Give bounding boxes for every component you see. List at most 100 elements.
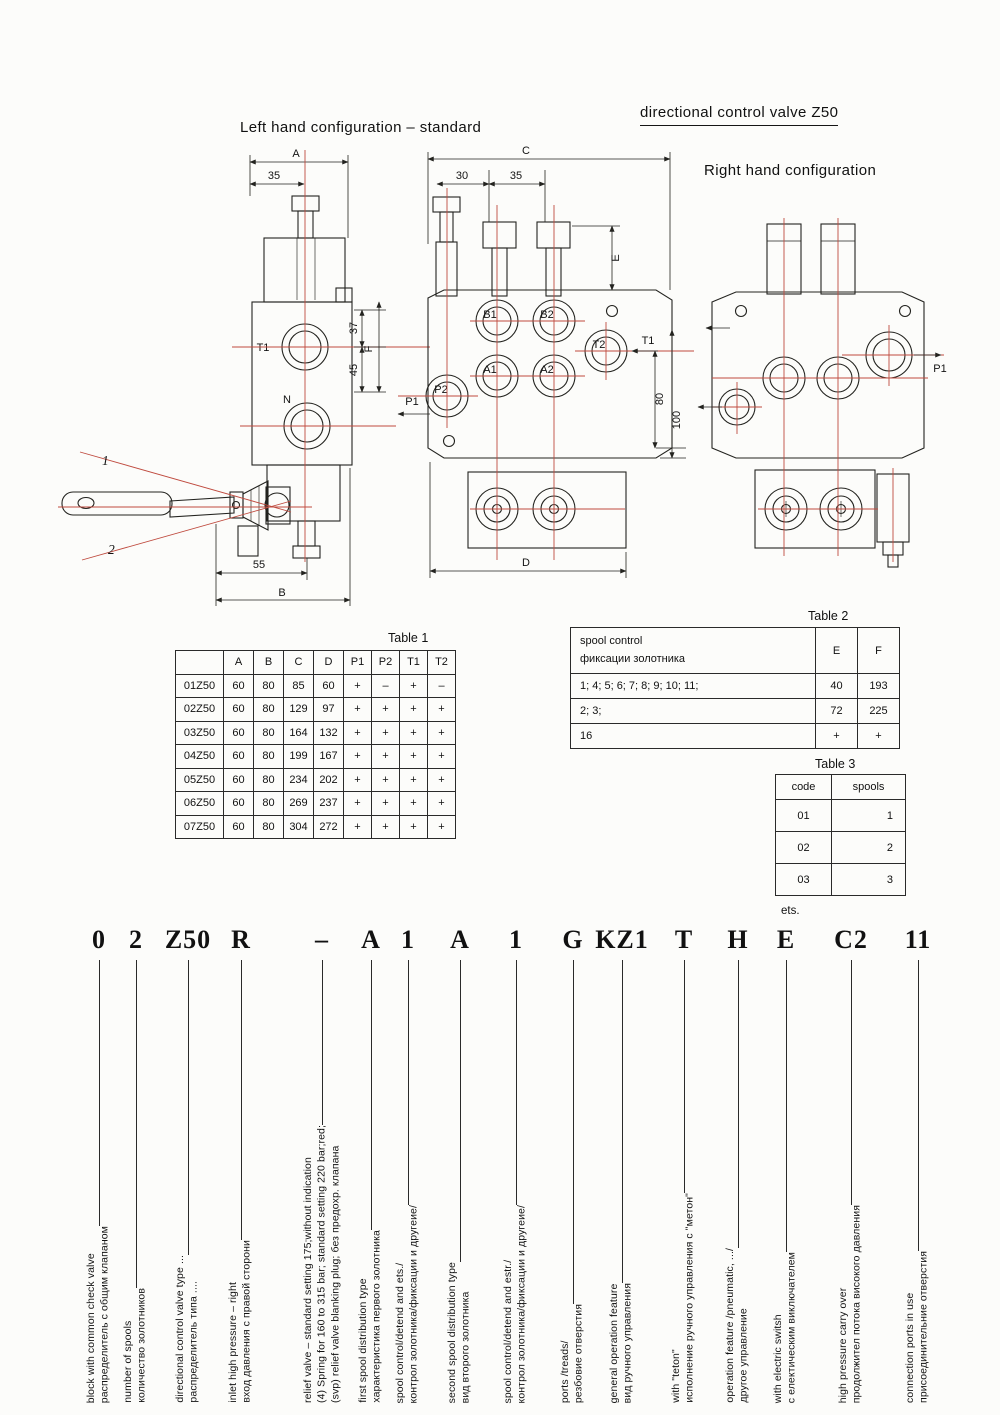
cell: + [371, 791, 400, 816]
cell: + [427, 767, 456, 792]
table-row: 04Z50 60 80 199 167 + + + + [175, 744, 456, 769]
cell: + [371, 814, 400, 839]
leader-line [917, 959, 919, 1252]
leader-line [737, 959, 739, 1249]
dim-30-label: 30 [456, 170, 468, 182]
table1-title: Table 1 [388, 631, 429, 645]
dim-c-label: C [522, 145, 530, 157]
table1: A B C D P1 P2 T1 T2 01Z50 60 80 85 60 + … [175, 650, 456, 839]
table-row: 1; 4; 5; 6; 7; 8; 9; 10; 11; 40 193 [570, 673, 900, 699]
leader-line [135, 959, 137, 1289]
table-row: 07Z50 60 80 304 272 + + + + [175, 814, 456, 839]
cell: 85 [283, 673, 314, 698]
order-code-value: T [674, 925, 694, 954]
cell: 97 [313, 697, 344, 722]
cell: 60 [223, 720, 254, 745]
cell: 237 [313, 791, 344, 816]
cell: + [343, 791, 372, 816]
table-row: A B C D P1 P2 T1 T2 [175, 650, 456, 675]
table-row: 03Z50 60 80 164 132 + + + + [175, 720, 456, 745]
cell: 80 [253, 791, 284, 816]
dim-55-label: 55 [253, 559, 265, 571]
cell: + [399, 744, 428, 769]
cell: code [775, 774, 832, 800]
table-row: 02 2 [775, 831, 906, 864]
table-row: 02Z50 60 80 129 97 + + + + [175, 697, 456, 722]
leader-line [407, 959, 409, 1205]
cell: 272 [313, 814, 344, 839]
cell: 80 [253, 744, 284, 769]
table2-grid: spool control фиксации золотника E F 1; … [570, 627, 900, 749]
cell: + [343, 814, 372, 839]
cell: 60 [223, 673, 254, 698]
cell: 80 [253, 814, 284, 839]
cell: – [427, 673, 456, 698]
table3: code spools 01 1 02 2 03 3 [775, 774, 906, 896]
cell: 02 [775, 831, 832, 864]
lever-position-2-label: 2 [108, 542, 115, 557]
cell: + [371, 697, 400, 722]
dim-45-label: 45 [348, 364, 360, 376]
port-a2-label: A2 [540, 364, 553, 376]
leader-line [683, 959, 685, 1194]
cell: A [223, 650, 254, 675]
right-view: P1 [697, 218, 947, 568]
table1-grid: A B C D P1 P2 T1 T2 01Z50 60 80 85 60 + … [175, 650, 456, 839]
cell: + [343, 744, 372, 769]
cell: + [427, 791, 456, 816]
dim-37-label: 37 [348, 322, 360, 334]
dim-100-label: 100 [671, 411, 683, 429]
leader-line [850, 959, 852, 1205]
order-code-label: with "teton" исполнение ручного управлен… [670, 1193, 696, 1403]
cell: 07Z50 [175, 814, 224, 839]
table2-title: Table 2 [808, 609, 849, 623]
cell: 60 [223, 697, 254, 722]
table-row: 01 1 [775, 799, 906, 832]
cell: 60 [313, 673, 344, 698]
cell: + [427, 814, 456, 839]
table-row: spool control фиксации золотника E F [570, 627, 900, 674]
cell: P1 [343, 650, 372, 675]
cell: 199 [283, 744, 314, 769]
dim-35-label: 35 [268, 170, 280, 182]
order-code-label: general operation feature вид ручного уп… [608, 1282, 634, 1403]
cell: 16 [570, 723, 816, 749]
port-t2-label: T2 [593, 339, 606, 351]
order-code-label: with electric switsh с електическим викл… [772, 1251, 798, 1403]
middle-view: C 30 35 B1 B2 T2 A1 [397, 145, 694, 578]
cell: B [253, 650, 284, 675]
order-code-value: KZ1 [595, 925, 649, 954]
cell: 01 [775, 799, 832, 832]
leader-line [321, 959, 323, 1125]
cell: 3 [831, 863, 906, 896]
cell: 129 [283, 697, 314, 722]
cell: 05Z50 [175, 767, 224, 792]
order-code-value: R [231, 925, 251, 954]
order-code-segment: KZ1 general operation feature вид ручного… [580, 925, 664, 1403]
cell: T1 [399, 650, 428, 675]
cell: 167 [313, 744, 344, 769]
order-code-value: 1 [509, 925, 523, 954]
cell: + [399, 814, 428, 839]
cell: 02Z50 [175, 697, 224, 722]
cell: 193 [857, 673, 900, 699]
table3-grid: code spools 01 1 02 2 03 3 [775, 774, 906, 896]
cell: 269 [283, 791, 314, 816]
cell: – [371, 673, 400, 698]
port-t1-callout: T1 [642, 335, 655, 347]
cell: 60 [223, 767, 254, 792]
table-row: 06Z50 60 80 269 237 + + + + [175, 791, 456, 816]
dim-35-label: 35 [510, 170, 522, 182]
cell: 40 [815, 673, 858, 699]
cell: + [371, 720, 400, 745]
cell: 2 [831, 831, 906, 864]
port-p1-callout: P1 [933, 363, 946, 375]
